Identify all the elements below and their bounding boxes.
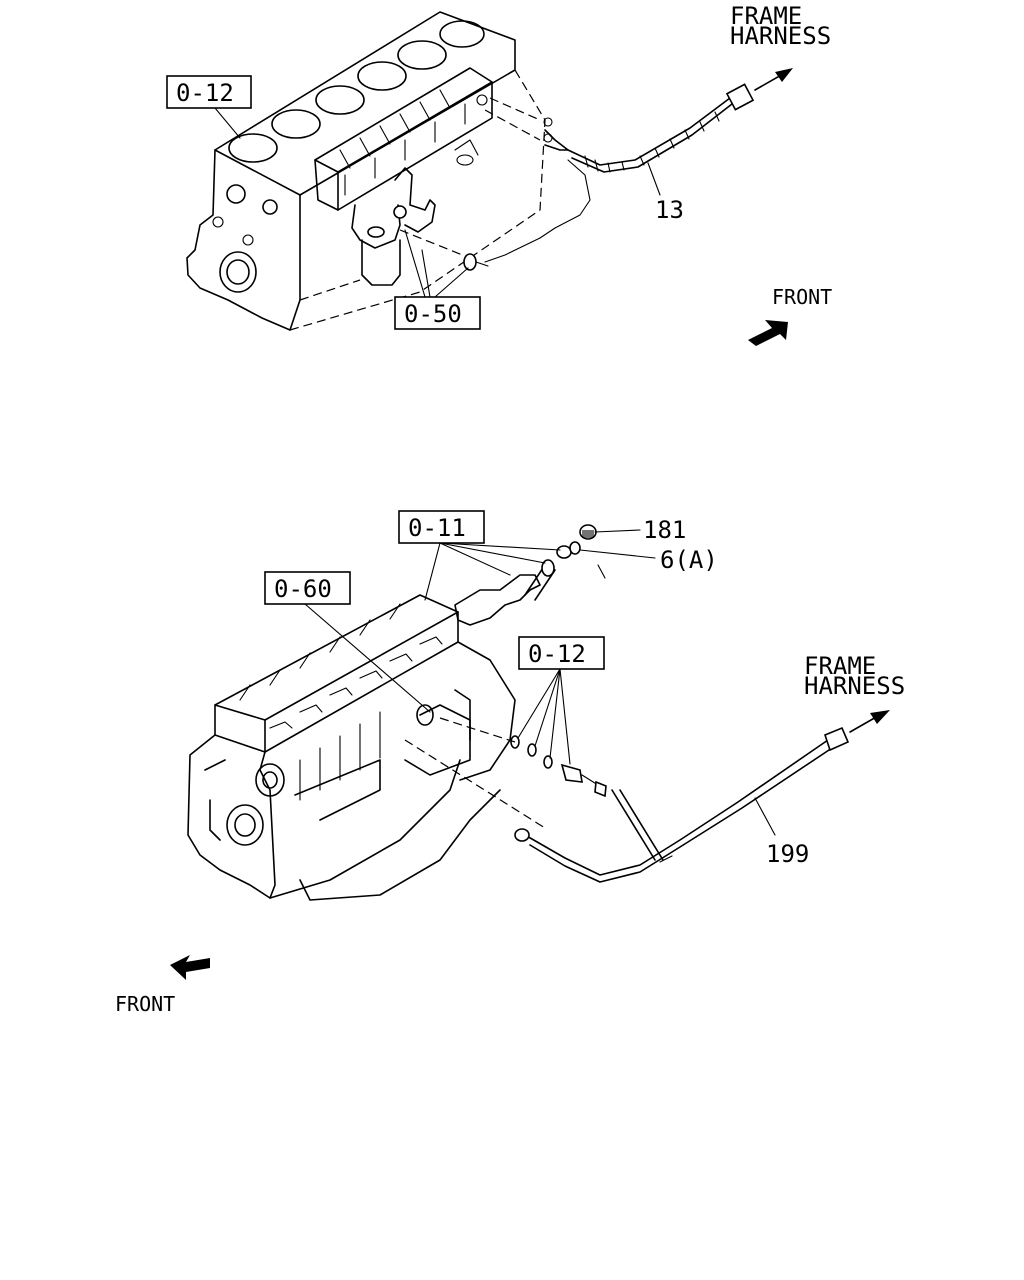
top-wiring-harness [399,83,755,263]
top-part-13-label: 13 [655,196,684,224]
bottom-front-label: FRONT [115,992,175,1016]
bottom-ref-oil-pump-box: 0-60 [264,571,431,713]
bottom-engine-block [187,594,516,901]
bottom-ref-block-box: 0-12 [517,636,605,765]
bottom-sensors [404,717,607,829]
top-front-arrow-icon [748,320,788,346]
bottom-ref-valve-cover-box: 0-11 [398,510,561,601]
bottom-leader-181 [594,529,641,533]
top-sensors [393,205,489,271]
top-ref-block-label: 0-12 [176,79,234,107]
bottom-wiring-harness [514,726,850,883]
bottom-front-arrow-icon [170,955,210,980]
top-ref-sensors-box: 0-50 [394,229,481,330]
bottom-ref-valve-cover-label: 0-11 [408,514,466,542]
bottom-bracket-parts [454,524,606,626]
top-ref-block-box: 0-12 [166,75,252,139]
top-frame-harness-line1: FRAME [730,2,802,30]
top-engine-block [186,11,553,331]
top-frame-harness-line2: HARNESS [730,22,831,50]
bottom-leader-6a [579,549,656,559]
top-leader-13 [647,162,661,196]
bottom-ref-oil-pump-label: 0-60 [274,575,332,603]
bottom-frame-harness-line1: FRAME [804,652,876,680]
bottom-frame-harness-arrow [849,710,890,733]
top-frame-harness-arrow [754,68,793,91]
bottom-leader-199 [754,797,776,836]
bottom-frame-harness-line2: HARNESS [804,672,905,700]
top-ref-sensors-label: 0-50 [404,300,462,328]
top-front-label: FRONT [772,285,832,309]
bottom-part-6a-label: 6(A) [660,546,718,574]
bottom-part-199-label: 199 [766,840,809,868]
bottom-part-181-label: 181 [643,516,686,544]
bottom-ref-block-label: 0-12 [528,640,586,668]
